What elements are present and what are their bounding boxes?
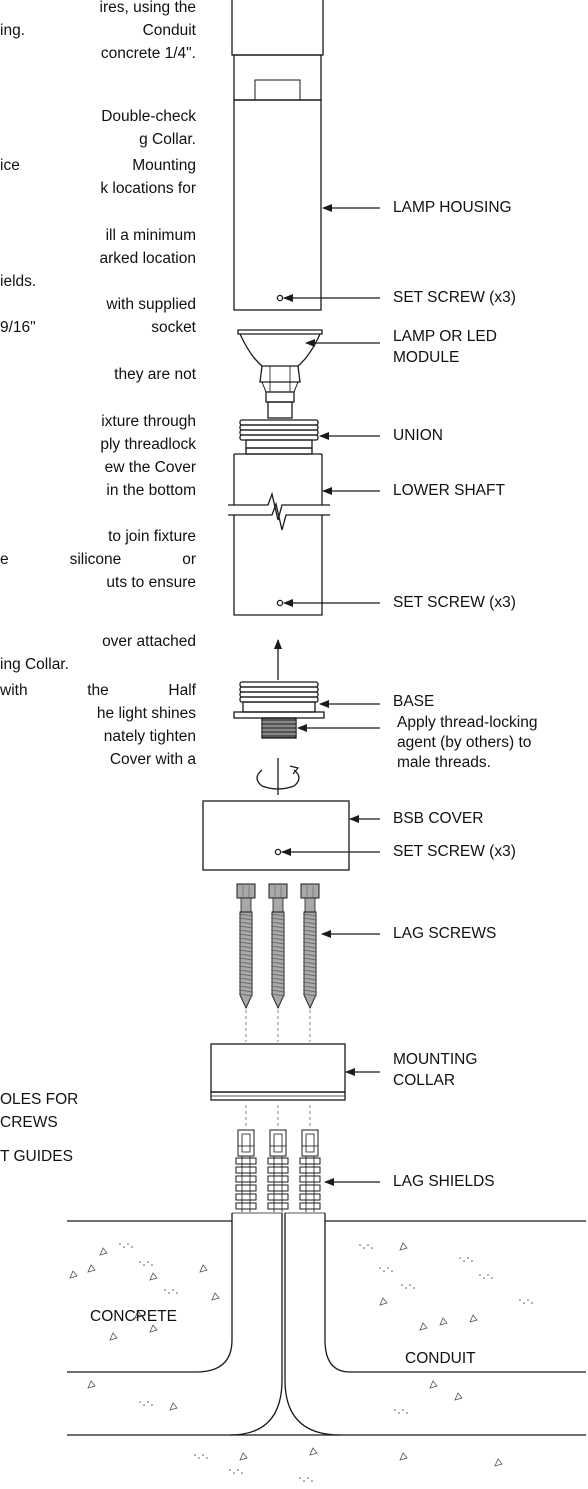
- lag-shield-icon: [235, 1129, 257, 1212]
- instruction-line: 9/16" socket: [0, 319, 196, 336]
- union: [239, 419, 319, 455]
- set-screw-icon: [276, 599, 284, 607]
- instruction-line: over attached: [102, 633, 196, 650]
- leader-lines: [281, 204, 380, 1186]
- label-lamp-housing: LAMP HOUSING: [393, 199, 512, 216]
- concrete-slab: [67, 1220, 586, 1436]
- instruction-line: Cover with a: [109, 751, 196, 768]
- instruction-line: he light shines: [96, 705, 196, 722]
- instruction-line: k locations for: [100, 180, 196, 197]
- label-union: UNION: [393, 427, 443, 444]
- instruction-line: g Collar.: [139, 131, 196, 148]
- label-bsb-cover: BSB COVER: [393, 810, 484, 827]
- concrete-speckle: [69, 1242, 533, 1482]
- instruction-line: ing Collar.: [0, 656, 69, 673]
- lag-screw-icon: [268, 883, 288, 1010]
- instruction-line: Double-check: [101, 108, 196, 125]
- label-lag-shields: LAG SHIELDS: [393, 1173, 495, 1190]
- label-lag-screws: LAG SCREWS: [393, 925, 497, 942]
- instruction-line: with the Half: [0, 682, 196, 699]
- label-concrete: CONCRETE: [90, 1308, 177, 1325]
- lag-shield-icon: [299, 1129, 321, 1212]
- label-mounting-collar: COLLAR: [393, 1072, 456, 1089]
- left-note: T GUIDES: [0, 1148, 73, 1165]
- instruction-line: in the bottom: [106, 482, 196, 499]
- lamp-housing: [231, 0, 324, 311]
- label-base-note: male threads.: [397, 754, 491, 771]
- label-lower-shaft: LOWER SHAFT: [393, 482, 505, 499]
- label-lamp-module: LAMP OR LED: [393, 328, 497, 345]
- instruction-line: e silicone or: [0, 551, 196, 568]
- instruction-line: ill a minimum: [105, 227, 196, 244]
- instruction-line: ew the Cover: [104, 459, 196, 476]
- mounting-collar: [210, 1043, 346, 1101]
- lag-screws: [236, 883, 320, 1010]
- lag-shields: [235, 1129, 321, 1212]
- left-note: OLES FOR: [0, 1091, 79, 1108]
- instruction-line: ires, using the: [99, 0, 197, 16]
- set-screw-icon: [276, 294, 284, 302]
- instruction-line: ixture through: [101, 413, 196, 430]
- instruction-line: nately tighten: [103, 728, 196, 745]
- instruction-line: ply threadlock: [100, 436, 196, 453]
- rotate-arrow-icon: [256, 758, 300, 795]
- instruction-line: arked location: [99, 250, 196, 267]
- set-screw-icon: [274, 848, 282, 856]
- label-conduit: CONDUIT: [405, 1350, 476, 1367]
- label-lamp-module: MODULE: [393, 349, 460, 366]
- instruction-line: with supplied: [106, 296, 196, 313]
- instruction-line: ing. Conduit: [0, 22, 196, 39]
- instruction-line: concrete 1/4".: [100, 45, 196, 62]
- lower-shaft: [228, 453, 330, 616]
- lag-screw-icon: [236, 883, 256, 1010]
- bsb-cover: [202, 800, 350, 871]
- instruction-line: ice Mounting: [0, 157, 196, 174]
- instruction-line: to join fixture: [108, 528, 196, 545]
- base: [233, 681, 325, 739]
- label-base-note: agent (by others) to: [397, 734, 532, 751]
- instruction-line: they are not: [114, 366, 196, 383]
- lag-screw-icon: [300, 883, 320, 1010]
- left-note: CREWS: [0, 1114, 58, 1131]
- label-set-screw: SET SCREW (x3): [393, 843, 516, 860]
- instruction-line: ields.: [0, 273, 37, 290]
- lag-shield-icon: [267, 1129, 289, 1212]
- label-base: BASE: [393, 693, 435, 710]
- label-mounting-collar: MOUNTING: [393, 1051, 478, 1068]
- conduit: [195, 1212, 351, 1436]
- label-set-screw: SET SCREW (x3): [393, 289, 516, 306]
- label-set-screw: SET SCREW (x3): [393, 594, 516, 611]
- label-base-note: Apply thread-locking: [397, 714, 538, 731]
- instruction-line: uts to ensure: [106, 574, 196, 591]
